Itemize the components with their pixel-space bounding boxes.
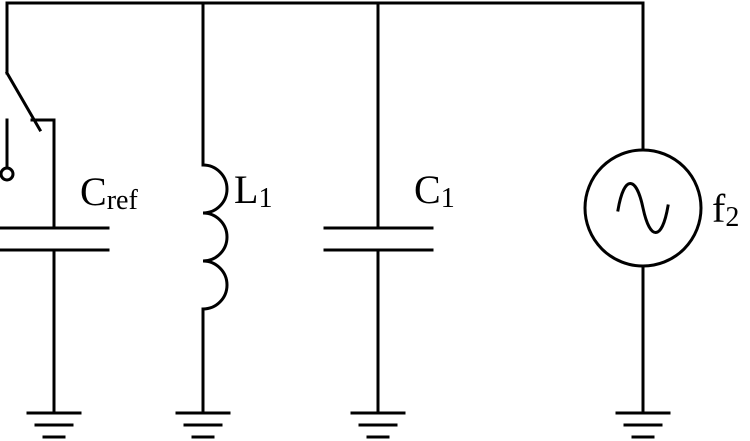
l1-label: L1 bbox=[234, 167, 272, 214]
f2-branch: f2 bbox=[583, 1, 739, 439]
c1-branch: C1 bbox=[323, 1, 455, 439]
c1-label: C1 bbox=[414, 167, 455, 214]
ac-source-icon bbox=[583, 148, 703, 268]
inductor-icon bbox=[201, 163, 229, 311]
ground-icon bbox=[615, 411, 671, 439]
f2-label: f2 bbox=[712, 186, 739, 233]
ground-icon bbox=[175, 411, 231, 439]
capacitor-icon bbox=[323, 226, 434, 252]
ground-icon bbox=[26, 411, 82, 439]
l1-branch: L1 bbox=[175, 1, 272, 439]
ground-icon bbox=[350, 411, 406, 439]
capacitor-icon bbox=[0, 226, 110, 252]
cref-branch: Cref bbox=[0, 1, 138, 439]
switch-icon bbox=[0, 70, 56, 182]
cref-label: Cref bbox=[80, 169, 138, 216]
